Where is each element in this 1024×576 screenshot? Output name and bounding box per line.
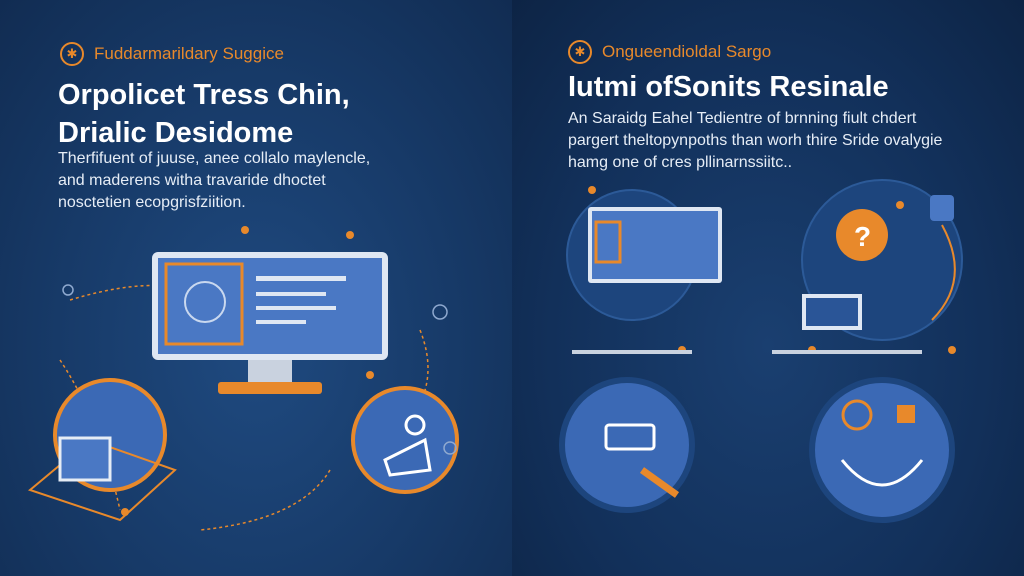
- right-kicker: ✱ Ongueendioldal Sargo: [568, 40, 771, 64]
- kicker-text: Ongueendioldal Sargo: [602, 42, 772, 61]
- right-illustration: ?: [559, 179, 963, 523]
- kicker-text: Fuddarmarildary Suggice: [94, 44, 284, 63]
- left-body-text: Therfifuent of juuse, anee collalo mayle…: [58, 150, 371, 211]
- gear-badge-icon: ✱: [568, 40, 592, 64]
- left-title: Orpolicet Tress Chin, Drialic Desidome: [58, 76, 350, 152]
- title-line: Orpolicet Tress Chin,: [58, 79, 350, 111]
- svg-text:?: ?: [854, 221, 871, 252]
- left-illustration: [27, 226, 459, 531]
- gear-badge-icon: ✱: [60, 42, 84, 66]
- monitor-illustration: [152, 252, 388, 394]
- left-panel: ✱ Fuddarmarildary Suggice Orpolicet Tres…: [0, 0, 512, 576]
- right-panel: ✱ Ongueendioldal Sargo Iutmi ofSonits Re…: [512, 0, 1024, 576]
- right-title: Iutmi ofSonits Resinale: [568, 71, 889, 103]
- left-kicker: ✱ Fuddarmarildary Suggice: [60, 42, 284, 66]
- title-line: Drialic Desidome: [58, 117, 294, 149]
- right-body-text: An Saraidg Eahel Tedientre of brnning fi…: [568, 110, 943, 171]
